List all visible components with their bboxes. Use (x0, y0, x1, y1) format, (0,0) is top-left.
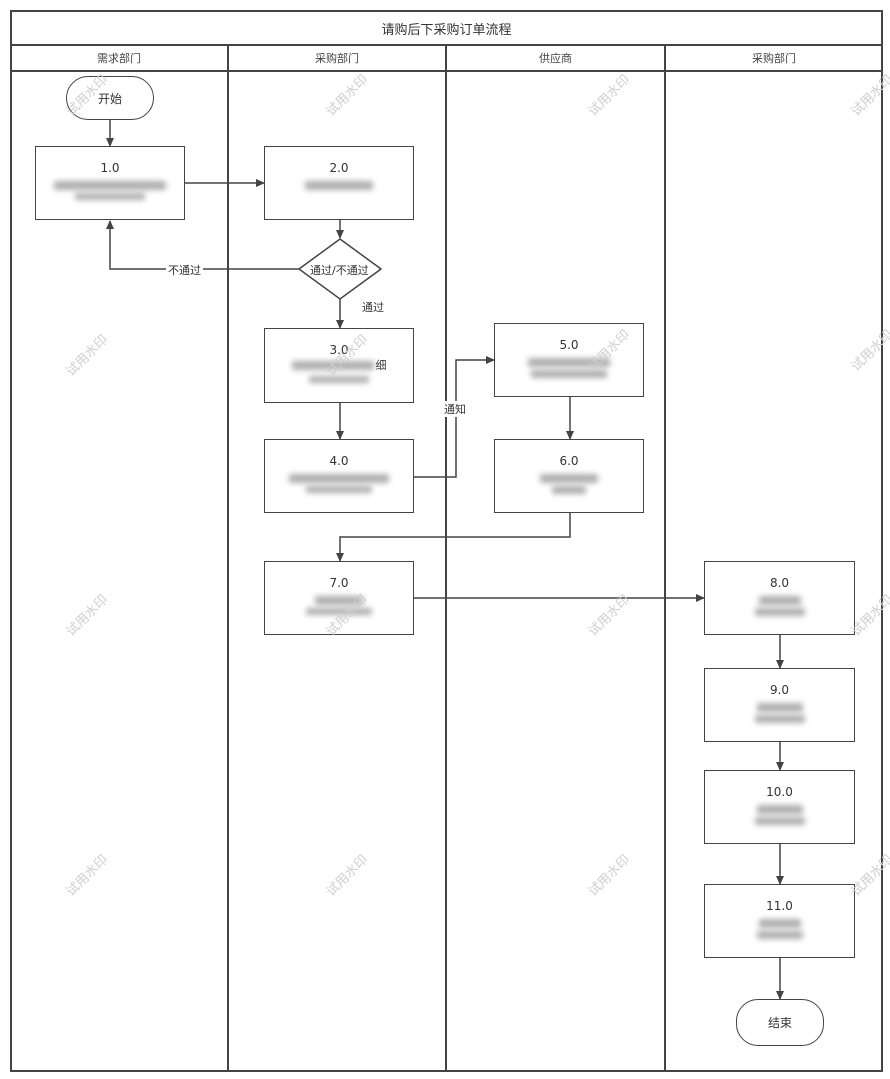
lane-divider (445, 46, 447, 1072)
process-box-1: 1.0 (35, 146, 185, 220)
process-box-11: 11.0 (704, 884, 855, 958)
redacted-text (540, 474, 598, 483)
redacted-text (291, 360, 374, 370)
lane-divider (227, 46, 229, 1072)
redacted-text (315, 596, 363, 605)
redacted-text (756, 931, 803, 939)
redacted-text (754, 817, 805, 825)
edge-fail (106, 220, 299, 270)
redacted-text (754, 608, 805, 616)
end-terminal: 结束 (736, 999, 824, 1046)
process-number: 3.0 (329, 343, 349, 357)
redacted-text (758, 596, 801, 605)
process-number: 5.0 (559, 338, 579, 352)
redacted-text (305, 181, 373, 190)
edge-6-7 (336, 513, 571, 562)
process-number: 4.0 (329, 454, 349, 468)
lane-header-purchasing-2: 采购部门 (665, 46, 883, 72)
process-number: 6.0 (559, 454, 579, 468)
process-box-6: 6.0 (494, 439, 644, 513)
process-box-4: 4.0 (264, 439, 414, 513)
process-number: 9.0 (769, 683, 790, 697)
process-number: 7.0 (329, 576, 349, 590)
decision-label: 通过/不通过 (310, 264, 369, 277)
lane-header-demand: 需求部门 (10, 46, 228, 72)
redacted-text (756, 805, 803, 814)
edge-notify (414, 356, 495, 478)
edge-label-fail: 不通过 (166, 262, 203, 278)
redacted-text (756, 703, 803, 712)
process-box-3: 3.0 细 (264, 328, 414, 403)
process-box-9: 9.0 (704, 668, 855, 742)
process-number: 2.0 (329, 161, 349, 175)
process-box-10: 10.0 (704, 770, 855, 844)
redacted-text (306, 486, 372, 493)
redacted-text (289, 474, 389, 483)
process-number: 8.0 (769, 576, 790, 590)
redacted-text (552, 486, 586, 494)
process-box-8: 8.0 (704, 561, 855, 635)
lane-header-purchasing: 采购部门 (228, 46, 446, 72)
process-number: 10.0 (766, 785, 793, 799)
process-box-2: 2.0 (264, 146, 414, 220)
start-terminal: 开始 (66, 76, 154, 120)
diagram-title: 请购后下采购订单流程 (10, 12, 883, 46)
process-3-content: 细 (291, 357, 387, 373)
redacted-text (754, 715, 805, 723)
redacted-text (758, 919, 801, 928)
redacted-text (54, 181, 166, 190)
process-number: 1.0 (100, 161, 120, 175)
process-box-7: 7.0 (264, 561, 414, 635)
redacted-text (528, 358, 610, 367)
lane-header-supplier: 供应商 (446, 46, 665, 72)
redacted-text (75, 193, 145, 200)
process-number: 11.0 (766, 899, 793, 913)
process-box-5: 5.0 (494, 323, 644, 397)
edge-label-notify: 通知 (442, 401, 468, 417)
decision-diamond (297, 238, 383, 300)
edge-label-pass: 通过 (360, 299, 386, 315)
redacted-text (309, 376, 369, 383)
lane-divider (664, 46, 666, 1072)
process-3-suffix: 细 (375, 359, 387, 372)
redacted-text (306, 608, 372, 615)
redacted-text (531, 370, 607, 378)
